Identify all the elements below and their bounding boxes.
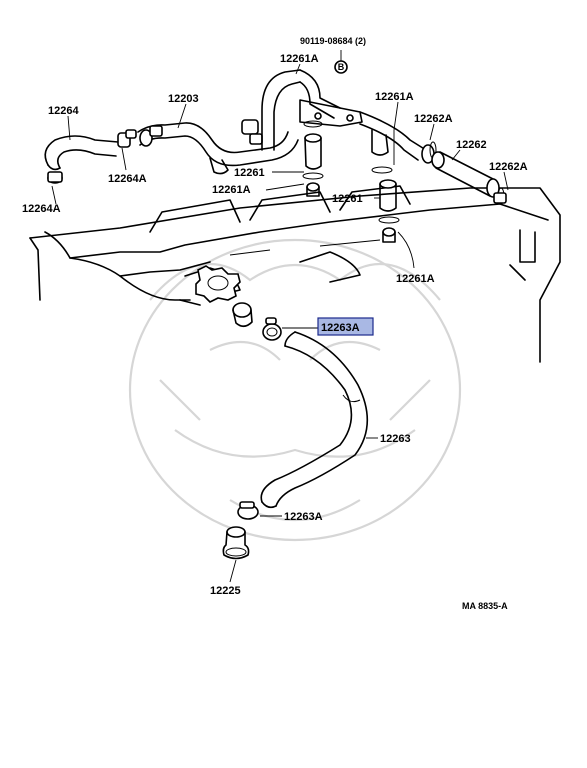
pcv-valve-12204	[232, 302, 253, 328]
label-12262a-right[interactable]: 12262A	[489, 161, 528, 173]
part-labels: 90119-08684 (2) 12203 12261A 12261A 1226…	[22, 36, 528, 611]
label-12264a-mid[interactable]: 12264A	[108, 173, 147, 185]
hose-clamp-12263a-lower	[237, 501, 259, 520]
label-12261a-left[interactable]: 12261A	[212, 184, 251, 196]
label-12261-left[interactable]: 12261	[234, 167, 265, 179]
label-12264[interactable]: 12264	[48, 105, 79, 117]
label-12261a-right[interactable]: 12261A	[375, 91, 414, 103]
union-12225	[222, 526, 250, 560]
diagram-code: MA 8835-A	[462, 601, 508, 611]
label-12263a-bottom[interactable]: 12263A	[284, 511, 323, 523]
pipe-assembly-12261a-top	[261, 69, 435, 164]
label-12203[interactable]: 12203	[168, 93, 199, 105]
watermark-emblem	[128, 238, 462, 542]
leader-lines	[51, 63, 509, 583]
highlight-box	[317, 317, 374, 336]
label-12263[interactable]: 12263	[380, 433, 411, 445]
label-12263a-highlight[interactable]: 12263A	[321, 322, 360, 334]
engine-cover	[29, 185, 561, 363]
oil-filler-cap	[195, 265, 241, 303]
label-12225[interactable]: 12225	[210, 585, 241, 597]
hose-clamp-12263a-upper	[262, 317, 282, 341]
label-12261a-top[interactable]: 12261A	[280, 53, 319, 65]
label-bolt[interactable]: 90119-08684 (2)	[300, 36, 366, 46]
hose-12263	[260, 331, 369, 509]
hose-12261-left	[302, 120, 324, 197]
hose-clamp-12264a	[117, 129, 137, 148]
bolt-marker: B	[334, 50, 348, 74]
label-12264a-bottom[interactable]: 12264A	[22, 203, 61, 215]
bolt-marker-letter: B	[338, 62, 345, 72]
label-12262[interactable]: 12262	[456, 139, 487, 151]
label-12262a-top[interactable]: 12262A	[414, 113, 453, 125]
hose-12262	[429, 141, 507, 205]
label-12261-mid[interactable]: 12261	[332, 193, 363, 205]
label-12261a-low[interactable]: 12261A	[396, 273, 435, 285]
hose-12261-right	[371, 166, 400, 243]
pipe-12203	[137, 119, 299, 175]
hose-12264	[44, 135, 119, 184]
